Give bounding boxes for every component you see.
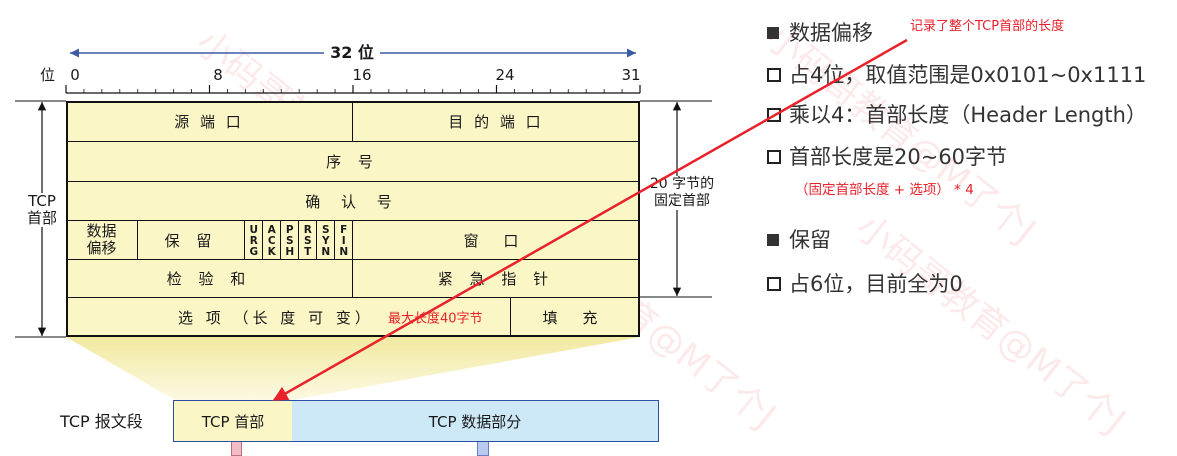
ruler-tick-label: 0 (70, 66, 80, 84)
bit-span-label: 32 位 (324, 43, 380, 63)
flag-urg-label: URG (247, 223, 260, 257)
tcp-header-side-label-line2: 首部 (26, 209, 57, 227)
data-offset-label-line1: 数据 (86, 222, 117, 240)
urgent-pointer-field: 紧 急 指 针 (353, 260, 640, 298)
checksum-label: 检 验 和 (166, 270, 252, 288)
sequence-number-label: 序 号 (326, 153, 379, 171)
urgent-pointer-label: 紧 急 指 针 (437, 270, 555, 288)
note-point-text: 首部长度是20~60字节 (789, 145, 1008, 169)
sequence-number-field: 序 号 (66, 142, 640, 182)
options-max-length-note: 最大长度40字节 (388, 311, 483, 327)
flag-fin-field: FIN (335, 221, 353, 260)
ruler-tick-label: 24 (495, 66, 515, 84)
flag-rst-label: RST (301, 223, 314, 257)
padding-label: 填 充 (542, 308, 608, 327)
segment-data-connector (477, 442, 489, 456)
note-point-text: 乘以4：首部长度（Header Length） (789, 103, 1147, 127)
segment-data-part: TCP 数据部分 (292, 401, 658, 441)
section-title: 保留 (789, 228, 831, 252)
hollow-square-bullet-icon (767, 68, 781, 82)
checksum-field: 检 验 和 (66, 260, 353, 298)
note-point: 占4位，取值范围是0x0101~0x1111 (767, 62, 1146, 88)
ruler-tick-label: 16 (352, 66, 372, 84)
tcp-header-table: 源 端 口 目 的 端 口 序 号 确 认 号 数据 偏移 保 留 URG AC… (66, 101, 640, 337)
fixed-header-side-label: 20 字节的 固定首部 (643, 176, 721, 210)
tcp-header-side-label: TCP 首部 (24, 193, 60, 227)
hollow-square-bullet-icon (767, 150, 781, 164)
options-label: 选 项 （长 度 可 变） (178, 308, 374, 327)
segment-header-label: TCP 首部 (201, 412, 265, 431)
options-field: 选 项 （长 度 可 变） 最大长度40字节 (66, 298, 511, 337)
flag-ack-field: ACK (263, 221, 281, 260)
tcp-segment-bar: TCP 首部 TCP 数据部分 (173, 400, 659, 442)
segment-data-label: TCP 数据部分 (428, 412, 522, 431)
padding-field: 填 充 (511, 298, 640, 337)
bit-unit-label: 位 (40, 66, 56, 84)
note-point: 首部长度是20~60字节 (767, 144, 1007, 170)
source-port-label: 源 端 口 (174, 112, 244, 131)
annotation-text: 记录了整个TCP首部的长度 (910, 19, 1065, 34)
flag-fin-label: FIN (337, 223, 350, 257)
fixed-header-side-label-line1: 20 字节的 (649, 176, 715, 192)
header-length-formula: （固定首部长度 + 选项） * 4 (795, 182, 974, 198)
window-field: 窗 口 (353, 221, 640, 260)
ruler-tick-label: 8 (213, 66, 223, 84)
ack-number-label: 确 认 号 (305, 192, 400, 211)
flag-syn-field: SYN (317, 221, 335, 260)
data-offset-label-line2: 偏移 (86, 239, 117, 257)
note-section-reserved: 保留 (767, 227, 831, 253)
note-section-data-offset: 数据偏移 (767, 20, 873, 46)
tcp-segment-label: TCP 报文段 (60, 412, 143, 431)
fixed-header-side-label-line2: 固定首部 (654, 193, 710, 209)
ruler-tick-label: 31 (621, 66, 641, 84)
data-offset-field: 数据 偏移 (66, 221, 138, 260)
hollow-square-bullet-icon (767, 108, 781, 122)
flag-urg-field: URG (245, 221, 263, 260)
segment-header-part: TCP 首部 (174, 401, 292, 441)
note-point: 乘以4：首部长度（Header Length） (767, 102, 1147, 128)
note-point: 占6位，目前全为0 (767, 271, 963, 297)
note-point-text: 占4位，取值范围是0x0101~0x1111 (789, 63, 1147, 87)
flag-rst-field: RST (299, 221, 317, 260)
section-title: 数据偏移 (789, 21, 873, 45)
window-label: 窗 口 (463, 231, 529, 250)
flag-syn-label: SYN (319, 223, 332, 257)
flag-ack-label: ACK (265, 223, 278, 257)
source-port-field: 源 端 口 (66, 101, 353, 142)
notes-panel: 数据偏移 占4位，取值范围是0x0101~0x1111 乘以4：首部长度（Hea… (765, 0, 1175, 300)
filled-square-bullet-icon (767, 234, 779, 246)
flag-psh-label: PSH (283, 223, 296, 257)
filled-square-bullet-icon (767, 27, 779, 39)
note-point-text: 占6位，目前全为0 (789, 272, 963, 296)
destination-port-field: 目 的 端 口 (353, 101, 640, 142)
flag-psh-field: PSH (281, 221, 299, 260)
reserved-field: 保 留 (138, 221, 245, 260)
hollow-square-bullet-icon (767, 277, 781, 291)
reserved-label: 保 留 (164, 231, 218, 250)
ruler-ticks (65, 85, 641, 93)
segment-header-connector (231, 442, 242, 456)
header-projection (66, 337, 640, 400)
tcp-header-side-label-line1: TCP (28, 192, 56, 210)
ack-number-field: 确 认 号 (66, 182, 640, 221)
destination-port-label: 目 的 端 口 (448, 112, 544, 131)
